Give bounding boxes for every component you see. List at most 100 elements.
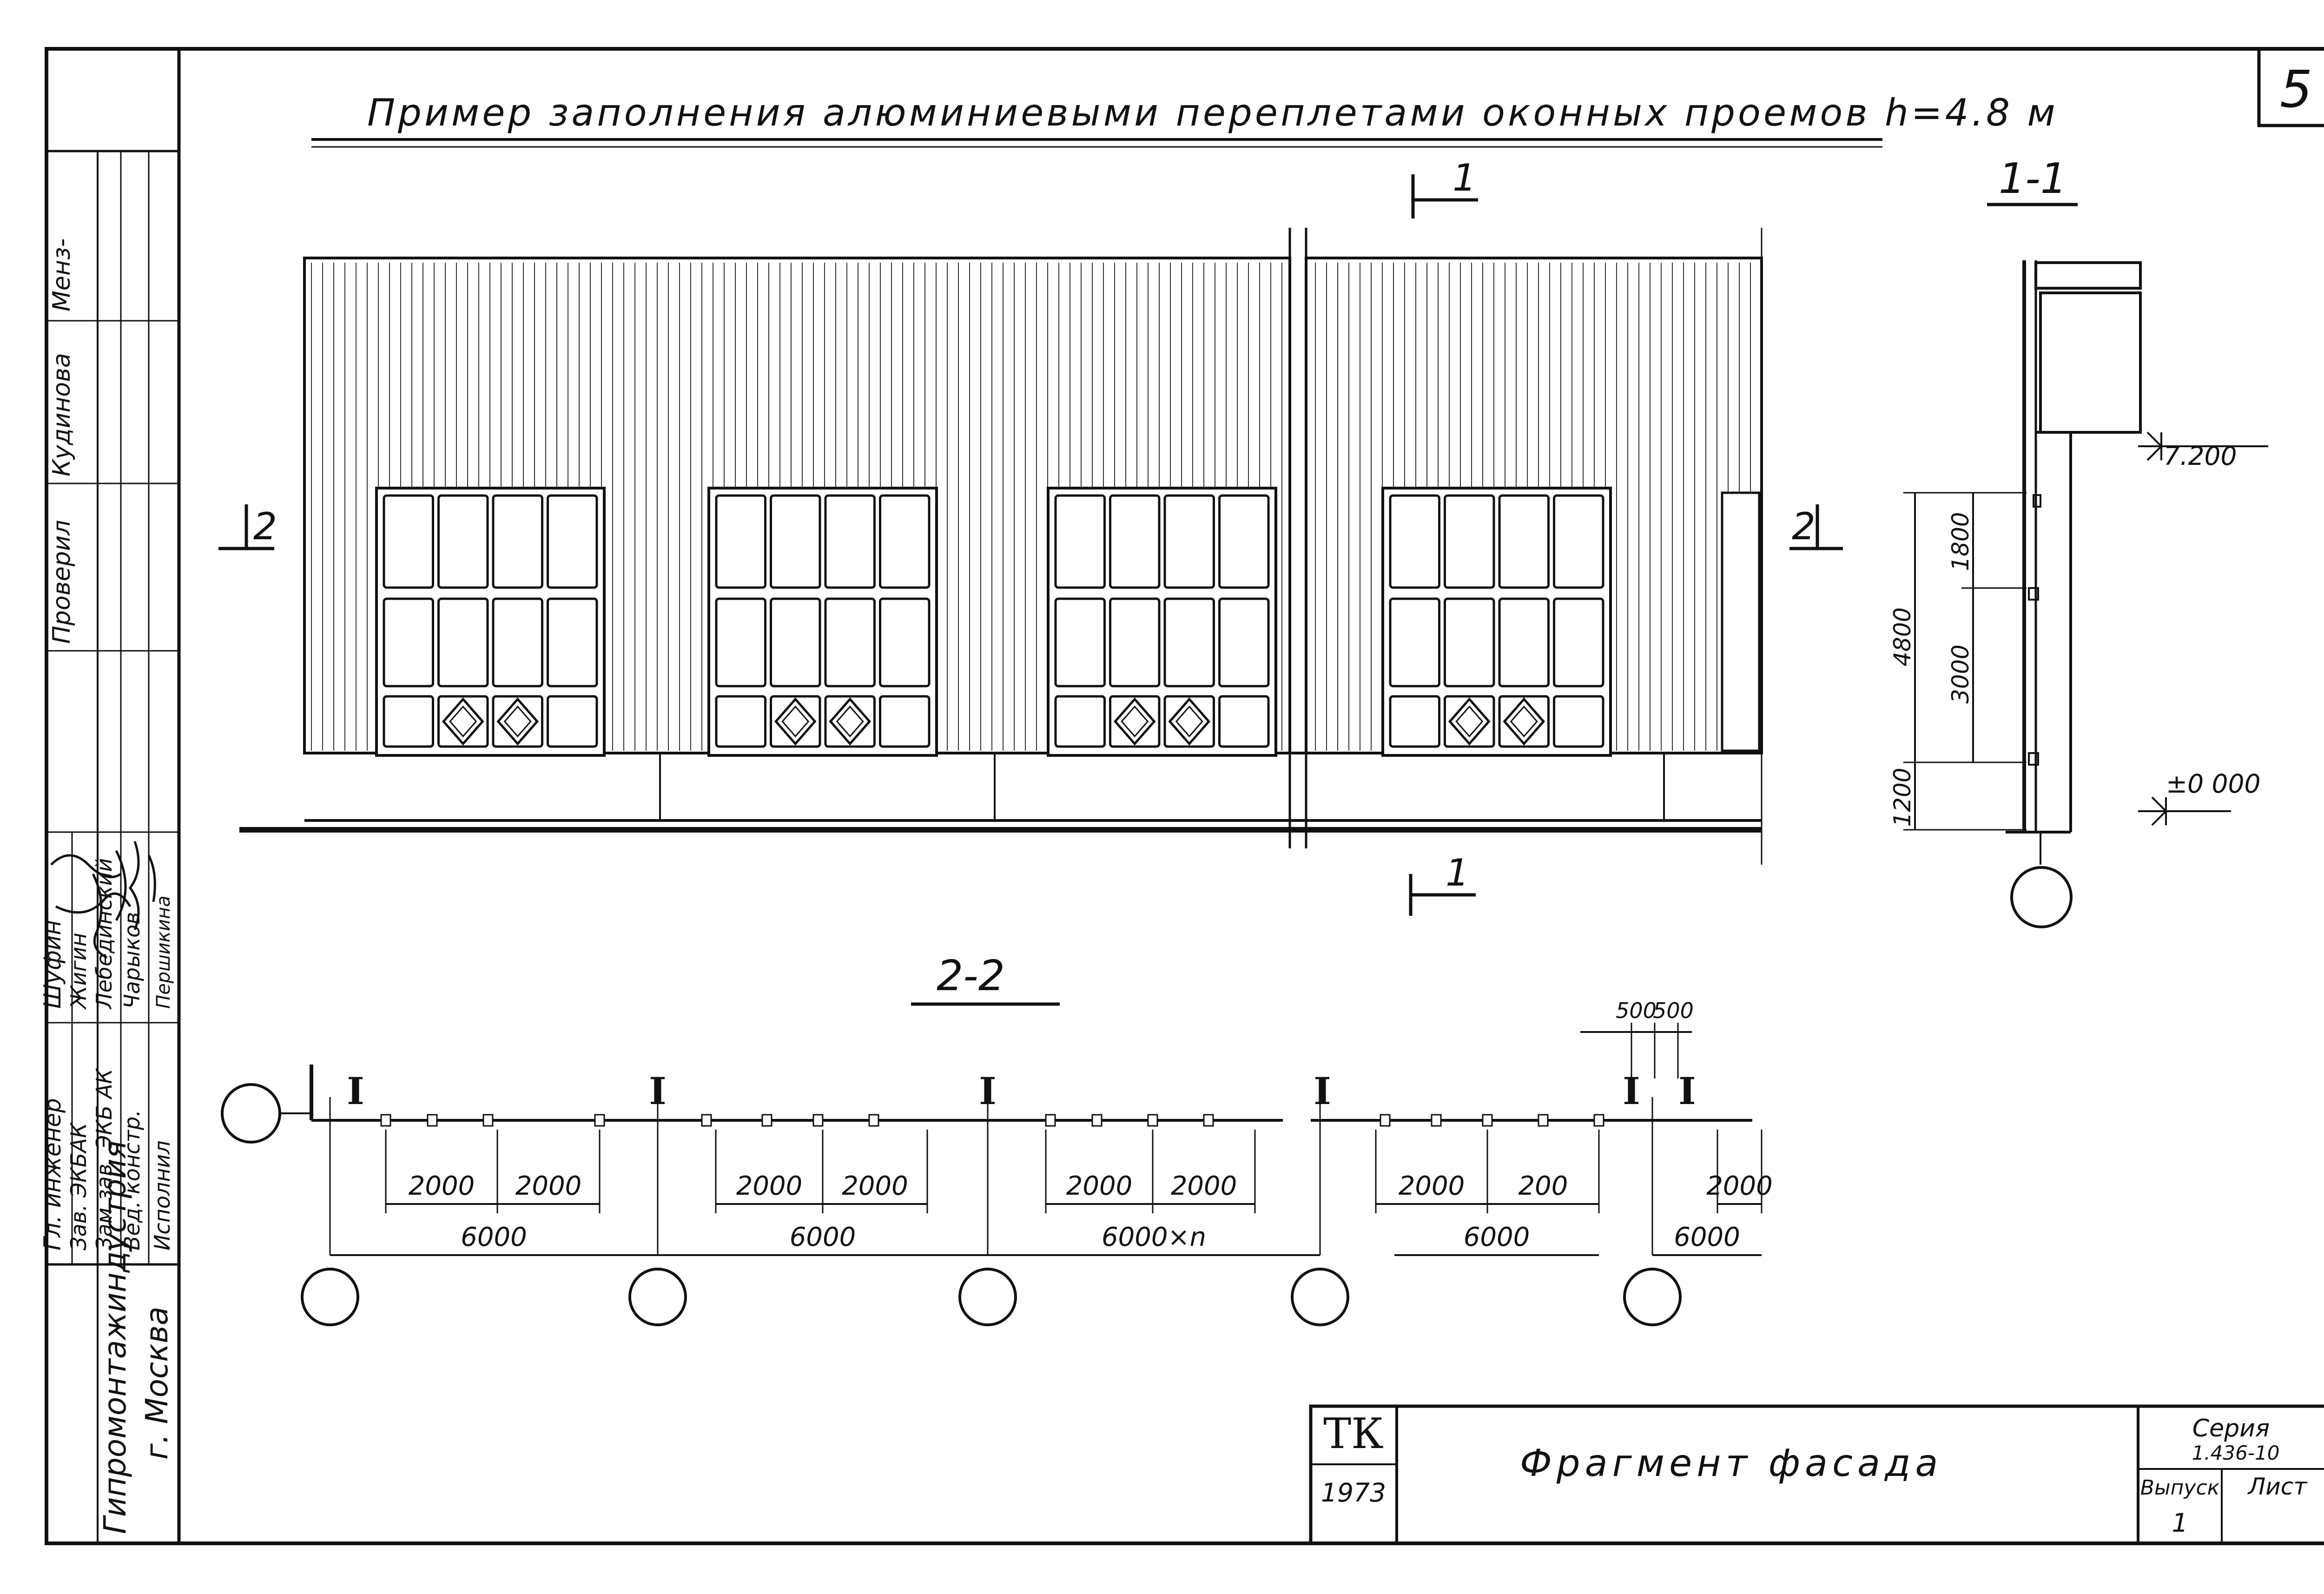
window-vent-diamond-inner [1455,705,1484,738]
window-pane [1389,695,1440,748]
title-block-issue-label: Выпуск [2140,1476,2220,1500]
window-pane [1444,494,1495,589]
mullion-node [594,1114,605,1127]
window-pane [1163,597,1215,688]
section-marker-1-bottom-label: 1 [1446,851,1469,894]
section-marker-2-left-label: 2 [253,505,277,548]
window-vent-diamond-inner [836,705,864,738]
window-pane [824,494,876,589]
window-pane [1498,597,1550,688]
section-1-1-title: 1-1 [1999,154,2067,203]
window-pane [1218,695,1270,748]
level-mark-top [2138,431,2268,461]
window-pane [770,597,821,688]
title-block-year: 1973 [1321,1478,1386,1508]
mullion-node [1593,1114,1604,1127]
stamp-role-3: Вед. констр. [119,1110,145,1250]
dim-2000-label: 2000 [1171,1171,1237,1201]
dim-6000-label: 6000 [1464,1222,1530,1252]
outer-frame [45,47,2324,1545]
title-block-series-label: Серия [2192,1415,2270,1442]
signatures [50,841,156,959]
window-pane [824,597,876,688]
section-marker-2-right-label: 2 [1792,505,1816,548]
stamp-checker-name: Кудинова [48,353,76,476]
stamp-org: Гипромонтажиндустрия [97,1140,133,1534]
mullion-node [1431,1114,1442,1127]
dim-2000-label: 2000 [1066,1171,1133,1201]
dim-6000-label: 6000 [1674,1222,1740,1252]
section-marker-1-bottom [1409,874,1476,916]
window-vent-diamond [496,697,539,746]
title-block-issue-value: 1 [2172,1508,2188,1538]
stamp-name-1: Жигин [66,933,91,1010]
dim-6000-label: 6000 [461,1222,527,1252]
window-pane [1389,494,1440,589]
stamp-role-1: Зав. ЭКБАК [66,1122,91,1250]
window-vent-diamond [829,697,872,746]
mullion-node [1045,1114,1056,1127]
window-pane [437,597,489,688]
window-pane [1553,494,1604,589]
window-pane [1054,695,1106,748]
window-pane [1553,597,1604,688]
mullion-node [1203,1114,1214,1127]
sheet-number: 5 [2280,60,2312,119]
title-block-series-value: 1.436-10 [2192,1442,2280,1464]
dim-6000-label: 6000 [790,1222,856,1252]
stamp-other-name: Менз- [48,238,76,311]
axis-circle [958,1268,1017,1326]
stamp-city: г. Москва [139,1307,175,1460]
dim-2000-label: 2000 [736,1171,803,1201]
level-mark-zero [2138,796,2231,826]
window-pane [1218,597,1270,688]
window-pane [1163,695,1215,748]
dim-1800: 1800 [1947,512,1974,571]
dim-2000-label: 2000 [515,1171,582,1201]
dim-2000-label: 2000 [1706,1171,1773,1201]
window-pane [547,494,598,589]
column-mark: I [1678,1069,1696,1113]
dim-2000-label: 2000 [1399,1171,1465,1201]
section-marker-2-right [1789,504,1843,550]
column-mark: I [347,1069,364,1113]
window-vent-diamond-inner [1175,705,1203,738]
mullion-node [482,1114,494,1127]
mullion-node [1538,1114,1549,1127]
window-vent-diamond [1113,697,1156,746]
window-pane [1553,695,1604,748]
window-pane [1498,494,1550,589]
window-pane [879,695,931,748]
title-block-code: ТК [1323,1409,1384,1458]
stamp-checked: Проверил [48,520,76,644]
windows-group [375,487,1761,757]
stamp-name-0: Шуфин [39,920,66,1009]
dim-500-label: 500 [1653,998,1694,1023]
axis-circle [1291,1268,1349,1326]
mullion-node [761,1114,772,1127]
window-pane [492,597,543,688]
dim-2000-label: 200 [1519,1171,1568,1201]
window-pane [715,494,766,589]
window-pane [383,695,434,748]
section-marker-1-top [1411,174,1478,218]
window-pane [1054,494,1106,589]
dim-6000-label: 6000×n [1102,1222,1206,1252]
axis-circle [628,1268,687,1326]
window-vent-diamond [1448,697,1491,746]
axis-circle [301,1268,359,1326]
dim-500-label: 500 [1616,998,1657,1023]
drawing-title: Пример заполнения алюминиевыми переплета… [367,91,2058,134]
window-pane [1498,695,1550,748]
window-pane [715,695,766,748]
title-block [1309,1404,2324,1545]
dim-4800: 4800 [1889,607,1916,666]
window-pane [770,695,821,748]
window-vent-diamond-inner [1510,705,1538,738]
sheet-number-box [2257,47,2324,127]
section-marker-1-top-label: 1 [1452,156,1476,199]
window-pane [383,494,434,589]
